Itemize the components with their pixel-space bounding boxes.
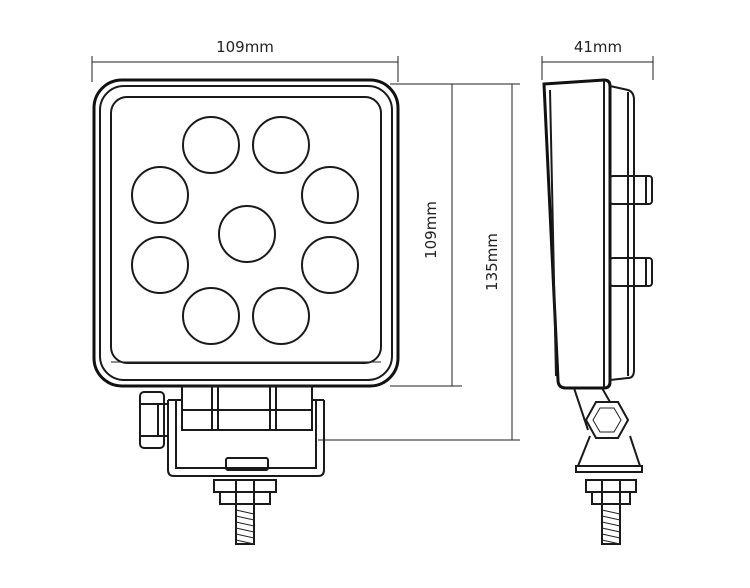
side-fin-top xyxy=(609,175,653,205)
led-lens xyxy=(182,287,240,345)
led-lens xyxy=(131,236,189,294)
total-height-dimension-label: 135mm xyxy=(483,233,501,291)
led-lens xyxy=(301,166,359,224)
led-group xyxy=(131,116,359,345)
led-lens xyxy=(218,205,276,263)
side-view xyxy=(542,78,653,545)
front-housing xyxy=(92,78,400,388)
lens-panel xyxy=(110,96,382,364)
side-housing xyxy=(542,78,612,390)
led-lens xyxy=(182,116,240,174)
front-height-dimension-label: 109mm xyxy=(422,201,440,259)
dimension-lines xyxy=(91,56,654,441)
front-view xyxy=(92,78,400,545)
mount-bracket xyxy=(139,385,325,477)
led-lens xyxy=(252,287,310,345)
width-dimension-label: 109mm xyxy=(216,38,274,56)
led-lens xyxy=(131,166,189,224)
mount-bolt-front xyxy=(213,457,277,545)
depth-dimension-label: 41mm xyxy=(574,38,622,56)
side-fin-bottom xyxy=(609,257,653,287)
led-lens xyxy=(252,116,310,174)
adjustment-knob xyxy=(139,391,165,449)
side-hex-nut xyxy=(584,401,630,439)
mount-bolt-side xyxy=(585,479,637,545)
led-lens xyxy=(301,236,359,294)
